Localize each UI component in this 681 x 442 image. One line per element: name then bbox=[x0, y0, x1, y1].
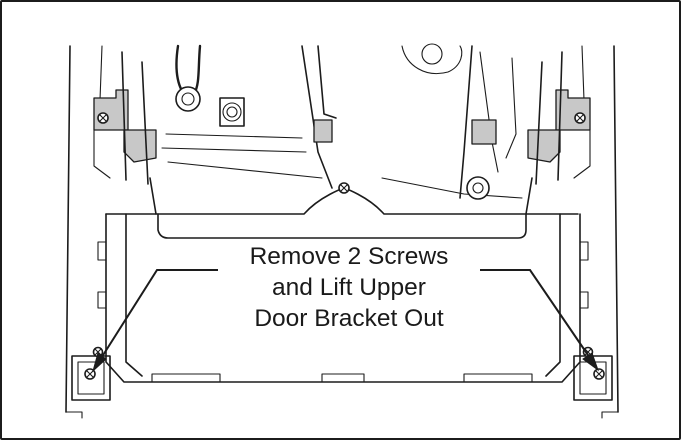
callout-line-3: Door Bracket Out bbox=[254, 305, 444, 332]
screw-icon bbox=[574, 112, 586, 124]
left-leader-arrow bbox=[92, 269, 225, 373]
screw-icon bbox=[97, 112, 109, 124]
cabinet-walls bbox=[65, 45, 619, 413]
screw-icon bbox=[338, 182, 350, 194]
corner-mounts bbox=[65, 355, 619, 419]
callout-line-1: Remove 2 Screws bbox=[249, 243, 449, 270]
door-mechanism bbox=[121, 43, 563, 215]
callout-line-2: and Lift Upper bbox=[272, 274, 426, 301]
screw-icon bbox=[593, 368, 605, 380]
right-leader-arrow bbox=[473, 269, 600, 372]
instruction-callout: Remove 2 Screws and Lift Upper Door Brac… bbox=[218, 241, 480, 334]
